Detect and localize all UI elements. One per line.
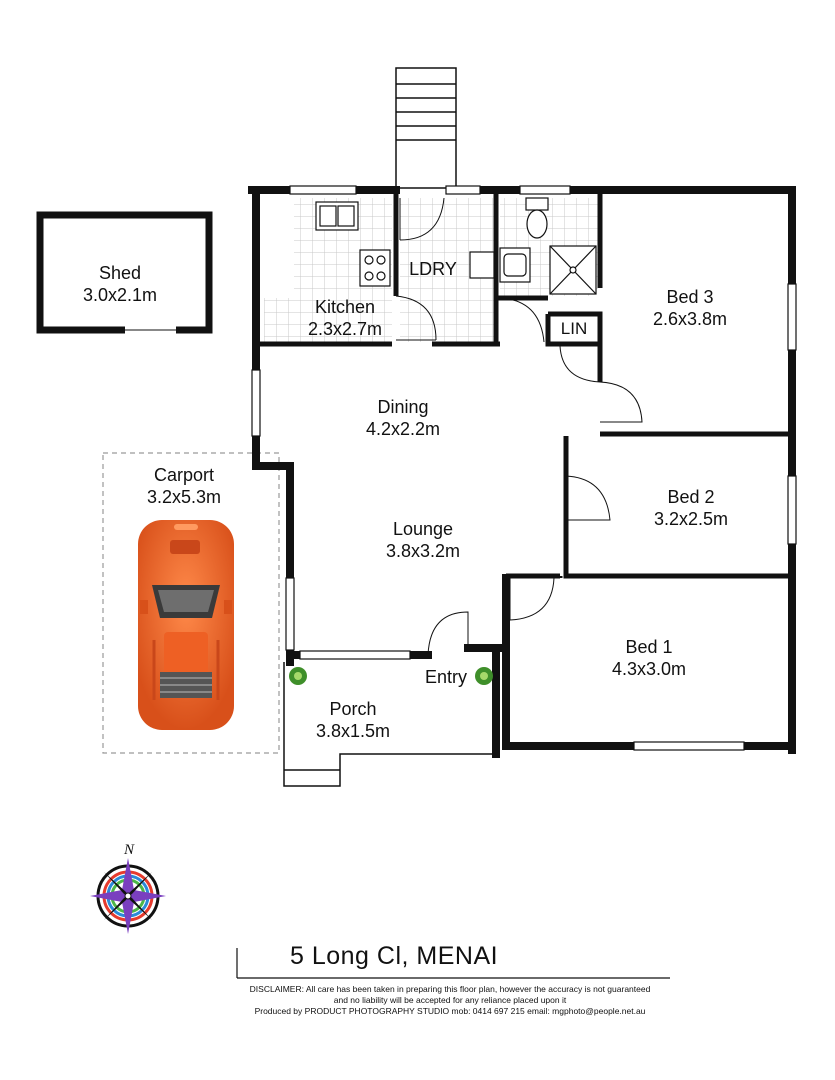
carport-outline xyxy=(102,452,280,754)
room-size: 4.2x2.2m xyxy=(365,419,441,439)
room-name: Shed xyxy=(98,263,142,283)
room-label-laundry: LDRY xyxy=(400,258,466,280)
room-label-porch: Porch 3.8x1.5m xyxy=(293,698,413,742)
kitchen-sink xyxy=(315,201,359,231)
disclaimer-line: DISCLAIMER: All care has been taken in p… xyxy=(249,984,651,994)
room-label-lounge: Lounge 3.8x3.2m xyxy=(363,518,483,562)
room-name: Kitchen xyxy=(314,297,376,317)
room-label-kitchen: Kitchen 2.3x2.7m xyxy=(285,296,405,340)
compass-rose-icon xyxy=(90,858,166,934)
room-label-entry: Entry xyxy=(414,666,478,688)
room-name: Entry xyxy=(424,667,467,687)
property-address: 5 Long Cl, MENAI xyxy=(290,942,499,970)
room-name: Porch xyxy=(329,699,377,719)
room-label-shed: Shed 3.0x2.1m xyxy=(60,262,180,306)
room-size: 4.3x3.0m xyxy=(611,659,687,679)
room-label-linen: LIN xyxy=(552,318,596,340)
room-label-dining: Dining 4.2x2.2m xyxy=(343,396,463,440)
room-name: Lounge xyxy=(392,519,454,539)
cooktop xyxy=(359,249,391,287)
room-size: 3.0x2.1m xyxy=(82,285,158,305)
doors xyxy=(395,197,643,656)
room-size: 2.6x3.8m xyxy=(652,309,728,329)
room-size: 2.3x2.7m xyxy=(307,319,383,339)
room-name: LDRY xyxy=(409,259,457,279)
room-name: LIN xyxy=(560,319,588,338)
room-name: Bed 3 xyxy=(666,287,714,307)
room-name: Dining xyxy=(377,397,429,417)
windows xyxy=(251,185,797,751)
toilet xyxy=(525,197,549,239)
room-size: 3.8x3.2m xyxy=(385,541,461,561)
disclaimer-line: and no liability will be accepted for an… xyxy=(333,995,567,1005)
shed-walls xyxy=(36,211,213,334)
plant-icon xyxy=(289,667,493,685)
room-label-bed1: Bed 1 4.3x3.0m xyxy=(589,636,709,680)
compass-north-label: N xyxy=(124,842,135,858)
room-label-bed3: Bed 3 2.6x3.8m xyxy=(630,286,750,330)
room-label-bed2: Bed 2 3.2x2.5m xyxy=(631,486,751,530)
disclaimer: DISCLAIMER: All care has been taken in p… xyxy=(200,984,700,1017)
room-size: 3.8x1.5m xyxy=(315,721,391,741)
room-name: Bed 1 xyxy=(625,637,673,657)
vanity xyxy=(499,247,531,283)
porch-outline xyxy=(283,662,496,787)
room-size: 3.2x2.5m xyxy=(653,509,729,529)
laundry-tub xyxy=(469,251,495,279)
rear-stairs xyxy=(395,67,457,189)
room-label-carport: Carport 3.2x5.3m xyxy=(124,464,244,508)
shower xyxy=(549,245,597,295)
room-name: Bed 2 xyxy=(667,487,715,507)
disclaimer-line: Produced by PRODUCT PHOTOGRAPHY STUDIO m… xyxy=(254,1006,646,1016)
interior-walls xyxy=(256,190,792,579)
room-name: Carport xyxy=(153,465,215,485)
car-icon xyxy=(138,520,234,730)
address-rule xyxy=(236,948,670,979)
room-size: 3.2x5.3m xyxy=(146,487,222,507)
